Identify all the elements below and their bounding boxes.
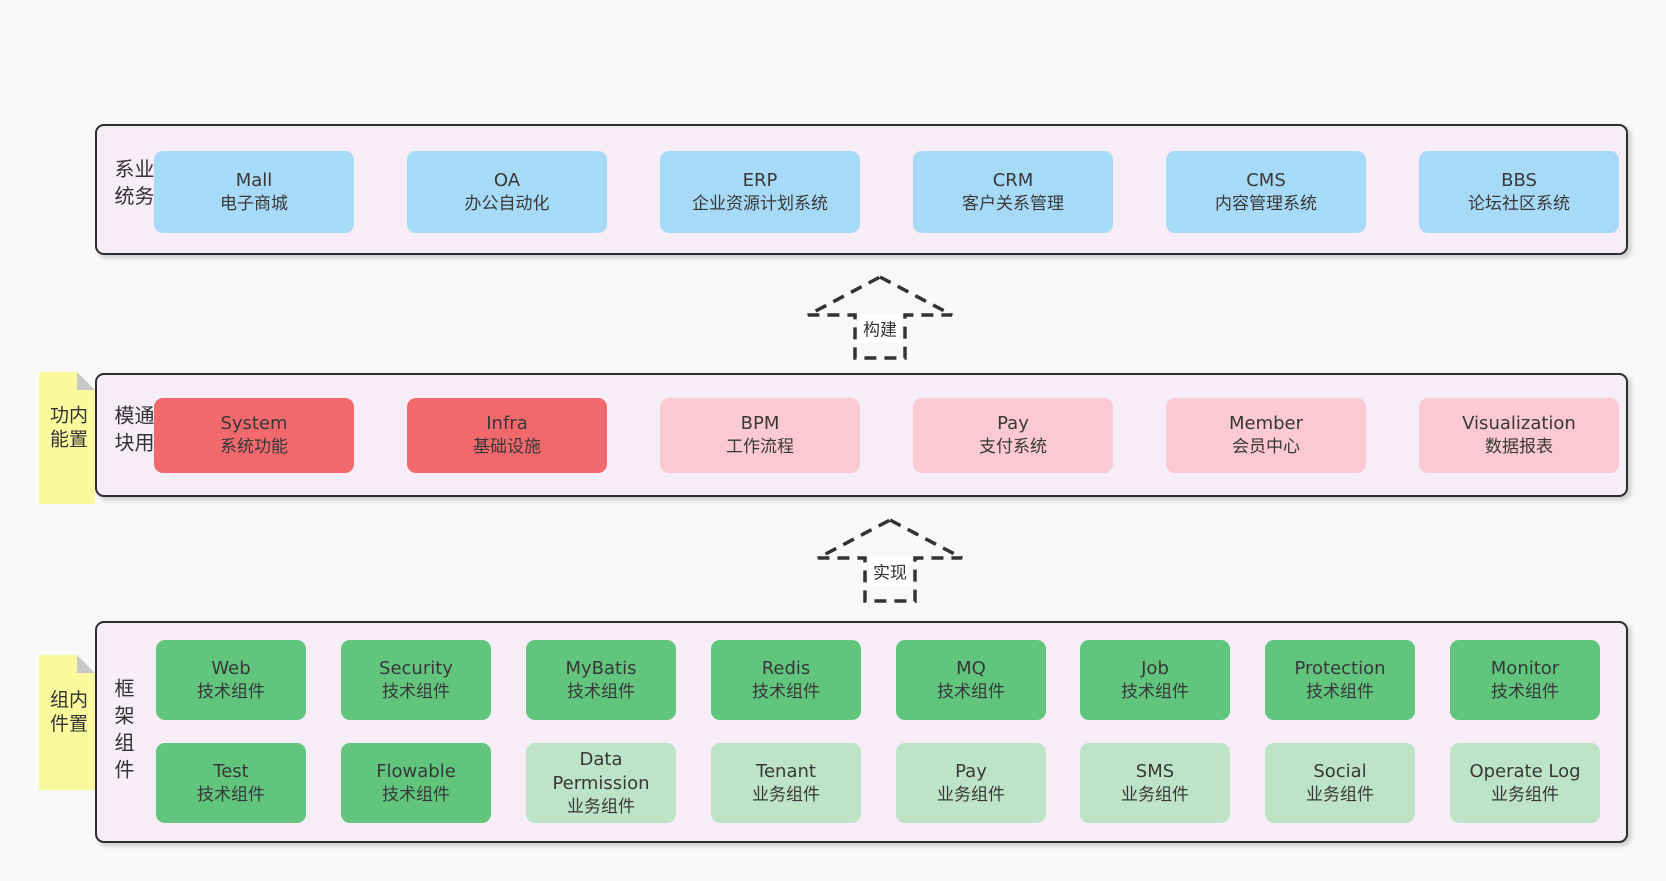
component-box-mq: MQ 技术组件 (896, 640, 1046, 720)
component-box-job: Job 技术组件 (1080, 640, 1230, 720)
component-box-web: Web 技术组件 (156, 640, 306, 720)
component-box-mybatis: MyBatis 技术组件 (526, 640, 676, 720)
build-arrow-label: 构建 (858, 313, 902, 343)
component-box-monitor: Monitor 技术组件 (1450, 640, 1600, 720)
component-box-redis: Redis 技术组件 (711, 640, 861, 720)
module-box-infra: Infra 基础设施 (407, 398, 607, 473)
module-box-member: Member 会员中心 (1166, 398, 1366, 473)
common-modules-layer: 通用模块 System 系统功能 Infra 基础设施 BPM 工作流程 Pay… (95, 373, 1628, 497)
framework-components-layer: 框架组件 Web 技术组件 Security 技术组件 MyBatis 技术组件… (95, 621, 1628, 843)
component-box-protection: Protection 技术组件 (1265, 640, 1415, 720)
component-box-pay: Pay 业务组件 (896, 743, 1046, 823)
module-box-bpm: BPM 工作流程 (660, 398, 860, 473)
folded-corner-icon (77, 372, 95, 390)
sticky-note-builtin-features: 内置功能 (39, 372, 95, 504)
module-box-visualization: Visualization 数据报表 (1419, 398, 1619, 473)
layer-label-business-systems: 业务系统 (111, 157, 155, 212)
business-box-oa: OA 办公自动化 (407, 151, 607, 233)
layer-label-framework-components: 框架组件 (111, 678, 135, 786)
implement-arrow-label: 实现 (868, 556, 912, 586)
module-box-pay: Pay 支付系统 (913, 398, 1113, 473)
layer-label-common-modules: 通用模块 (111, 405, 155, 459)
implement-arrow (817, 518, 963, 603)
module-box-system: System 系统功能 (154, 398, 354, 473)
business-systems-layer: 业务系统 Mall 电子商城 OA 办公自动化 ERP 企业资源计划系统 CRM… (95, 124, 1628, 255)
component-box-flowable: Flowable 技术组件 (341, 743, 491, 823)
component-box-sms: SMS 业务组件 (1080, 743, 1230, 823)
component-box-test: Test 技术组件 (156, 743, 306, 823)
component-box-security: Security 技术组件 (341, 640, 491, 720)
business-box-bbs: BBS 论坛社区系统 (1419, 151, 1619, 233)
business-box-crm: CRM 客户关系管理 (913, 151, 1113, 233)
component-box-data-permission: Data Permission 业务组件 (526, 743, 676, 823)
folded-corner-icon (77, 655, 95, 673)
component-box-operate-log: Operate Log 业务组件 (1450, 743, 1600, 823)
component-box-tenant: Tenant 业务组件 (711, 743, 861, 823)
sticky-note-builtin-components: 内置组件 (39, 655, 95, 790)
business-box-mall: Mall 电子商城 (154, 151, 354, 233)
build-arrow (807, 275, 953, 360)
business-box-cms: CMS 内容管理系统 (1166, 151, 1366, 233)
business-box-erp: ERP 企业资源计划系统 (660, 151, 860, 233)
component-box-social: Social 业务组件 (1265, 743, 1415, 823)
